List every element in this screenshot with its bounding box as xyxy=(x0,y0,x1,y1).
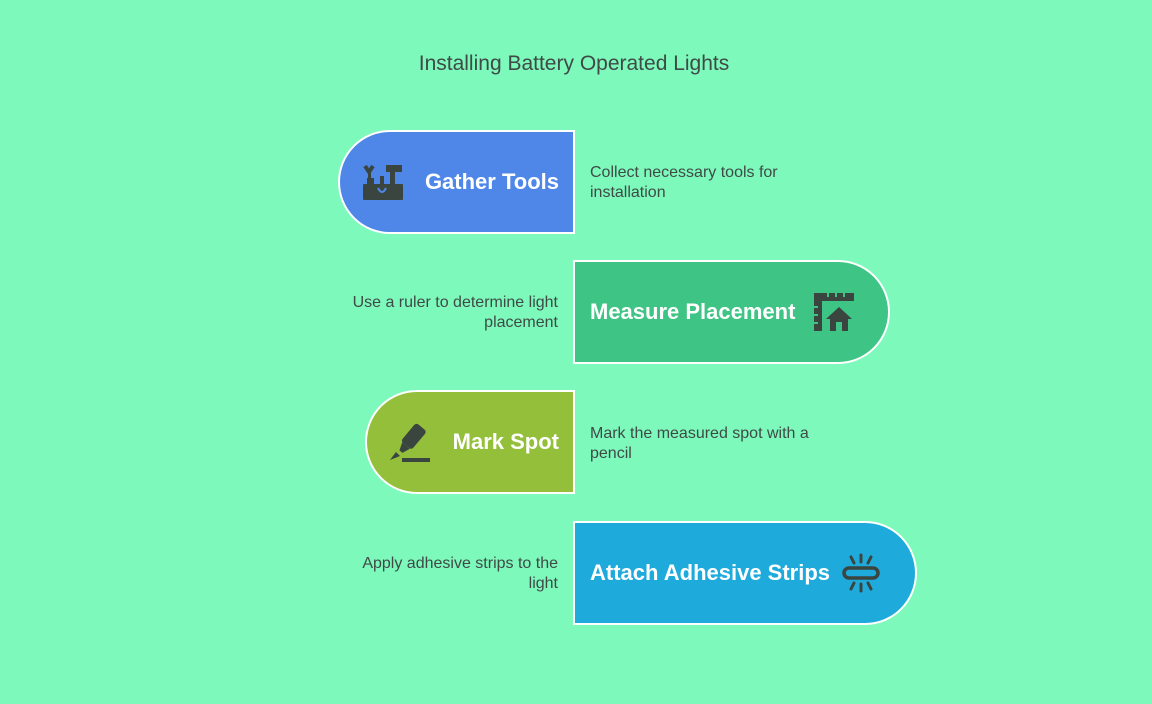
adhesive-strip-icon xyxy=(837,549,885,597)
step-label: Measure Placement xyxy=(590,299,796,324)
step-attach-adhesive-strips: Attach Adhesive Strips xyxy=(573,521,917,625)
step-description: Apply adhesive strips to the light xyxy=(362,555,558,592)
marker-icon xyxy=(387,418,435,466)
step-description: Mark the measured spot with a pencil xyxy=(590,425,809,462)
step-description: Collect necessary tools for installation xyxy=(590,164,778,201)
step-label: Gather Tools xyxy=(424,169,559,194)
step-gather-tools: Gather Tools xyxy=(338,130,575,234)
diagram-title: Installing Battery Operated Lights xyxy=(418,52,730,75)
step-measure-placement: Measure Placement xyxy=(573,260,890,364)
step-label: Mark Spot xyxy=(452,429,559,454)
step-label: Attach Adhesive Strips xyxy=(590,560,831,585)
ruler-house-icon xyxy=(810,288,858,336)
step-mark-spot: Mark Spot xyxy=(365,390,575,494)
toolbox-icon xyxy=(359,158,407,206)
step-description: Use a ruler to determine light placement xyxy=(352,294,558,331)
